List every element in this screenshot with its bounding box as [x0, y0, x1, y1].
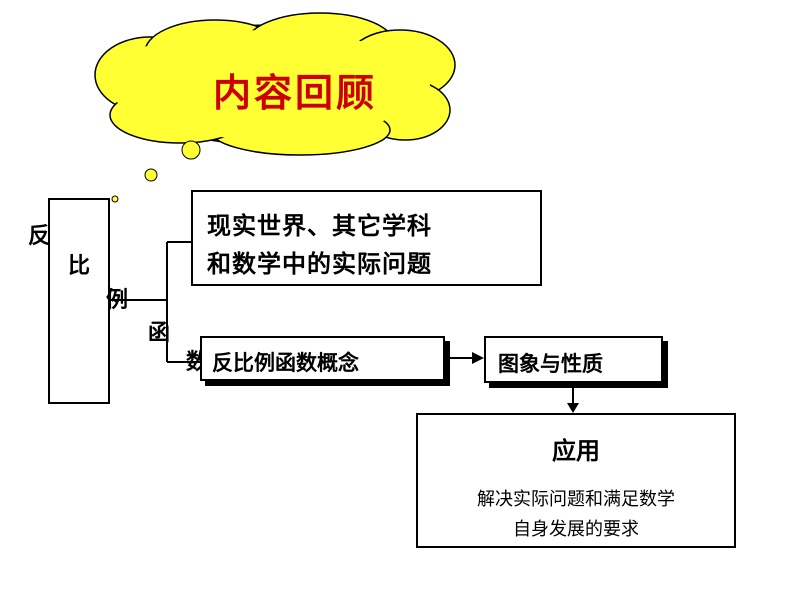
char-li: 例: [106, 288, 129, 313]
application-title: 应用: [552, 437, 600, 465]
thought-bubble-small: [111, 195, 119, 203]
left-topic-box: [48, 198, 110, 404]
char-bi: 比: [68, 254, 91, 279]
concept-label: 反比例函数概念: [212, 351, 359, 375]
cloud-title: 内容回顾: [212, 71, 377, 115]
thought-bubble-medium: [144, 168, 158, 182]
application-line1: 解决实际问题和满足数学: [477, 489, 675, 510]
arrow-concept-to-image: [472, 352, 484, 364]
real-world-line2: 和数学中的实际问题: [207, 250, 432, 278]
real-world-line1: 现实世界、其它学科: [207, 212, 432, 240]
char-fan: 反: [28, 224, 51, 249]
concept-box: 反比例函数概念: [200, 336, 445, 381]
image-property-box: 图象与性质: [484, 336, 663, 383]
thought-bubble-large: [181, 140, 201, 160]
connectors: [110, 241, 574, 405]
char-han: 函: [148, 321, 171, 346]
application-line2: 自身发展的要求: [513, 519, 639, 540]
real-world-box: 现实世界、其它学科 和数学中的实际问题: [191, 190, 542, 286]
arrow-image-to-application: [567, 403, 579, 413]
image-property-label: 图象与性质: [498, 352, 603, 376]
application-box: 应用 解决实际问题和满足数学 自身发展的要求: [416, 413, 736, 548]
